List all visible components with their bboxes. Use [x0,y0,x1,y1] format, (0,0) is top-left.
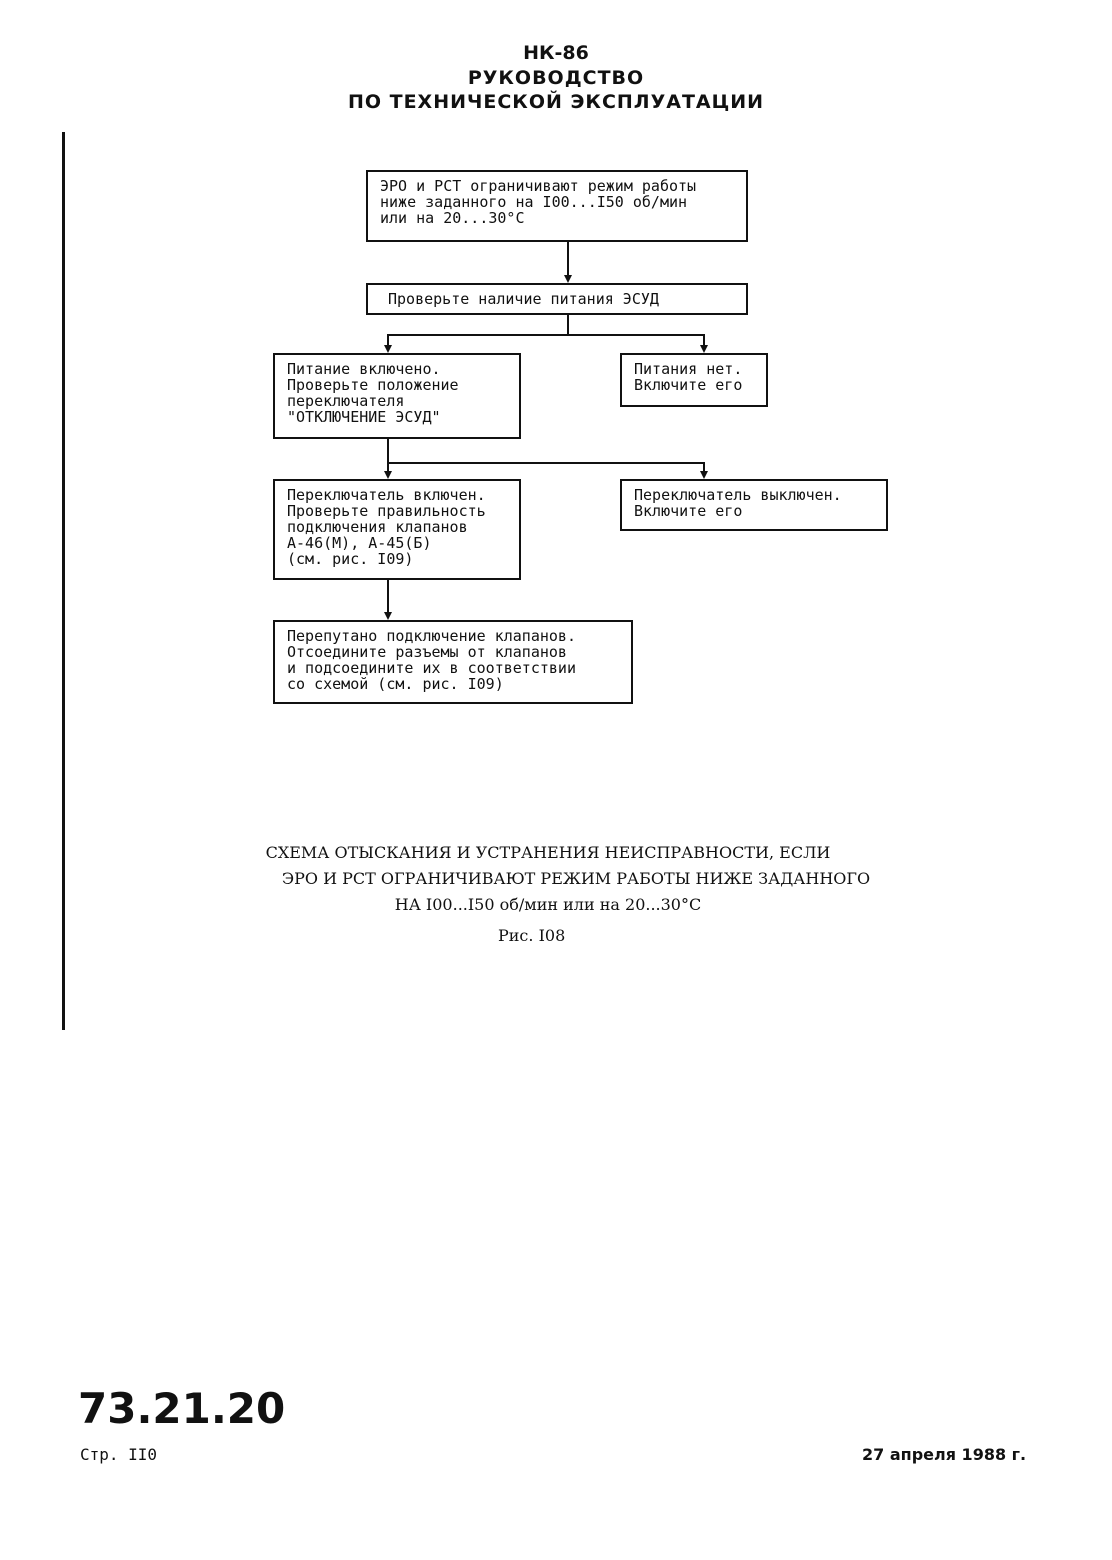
connector-1-2 [567,242,569,276]
arrow-left-2 [384,471,392,479]
connector-branch-1 [567,315,569,335]
branch-right-2 [703,462,705,472]
branch-horizontal-1 [387,334,705,336]
arrow-5-7 [384,612,392,620]
manual-title: РУКОВОДСТВО [467,67,645,89]
connector-5-7 [387,580,389,614]
flow-box-switch-off: Переключатель выключен. Включите его [620,479,888,531]
branch-left-2 [387,462,389,472]
figure-caption-line1: СХЕМА ОТЫСКАНИЯ И УСТРАНЕНИЯ НЕИСПРАВНОС… [265,843,831,862]
flow-box-power-off: Питания нет. Включите его [620,353,768,407]
arrow-left-1 [384,345,392,353]
flow-box-switch-on: Переключатель включен. Проверьте правиль… [273,479,521,580]
figure-caption-line2: ЭРО И РСТ ОГРАНИЧИВАЮТ РЕЖИМ РАБОТЫ НИЖЕ… [281,869,871,888]
arrow-right-1 [700,345,708,353]
arrow-right-2 [700,471,708,479]
figure-number: Рис. I08 [498,926,566,945]
branch-left-1 [387,334,389,346]
flow-box-symptom: ЭРО и РСТ ограничивают режим работы ниже… [366,170,748,242]
figure-caption-line3: НА I00...I50 об/мин или на 20...30°C [394,895,702,914]
connector-branch-2 [387,439,389,463]
flow-box-check-power: Проверьте наличие питания ЭСУД [366,283,748,315]
model-title: НК-86 [523,42,589,64]
flow-box-miswired: Перепутано подключение клапанов. Отсоеди… [273,620,633,704]
revision-bar [62,132,65,1030]
manual-subtitle: ПО ТЕХНИЧЕСКОЙ ЭКСПЛУАТАЦИИ [347,91,765,113]
branch-horizontal-2 [387,462,705,464]
section-number: 73.21.20 [78,1384,286,1433]
branch-right-1 [703,334,705,346]
arrow-1-2 [564,275,572,283]
flow-box-power-on: Питание включено. Проверьте положение пе… [273,353,521,439]
page-number: Стр. II0 [80,1445,158,1464]
revision-date: 27 апреля 1988 г. [862,1445,1027,1464]
document-header: НК-86 РУКОВОДСТВО ПО ТЕХНИЧЕСКОЙ ЭКСПЛУА… [0,40,1112,114]
